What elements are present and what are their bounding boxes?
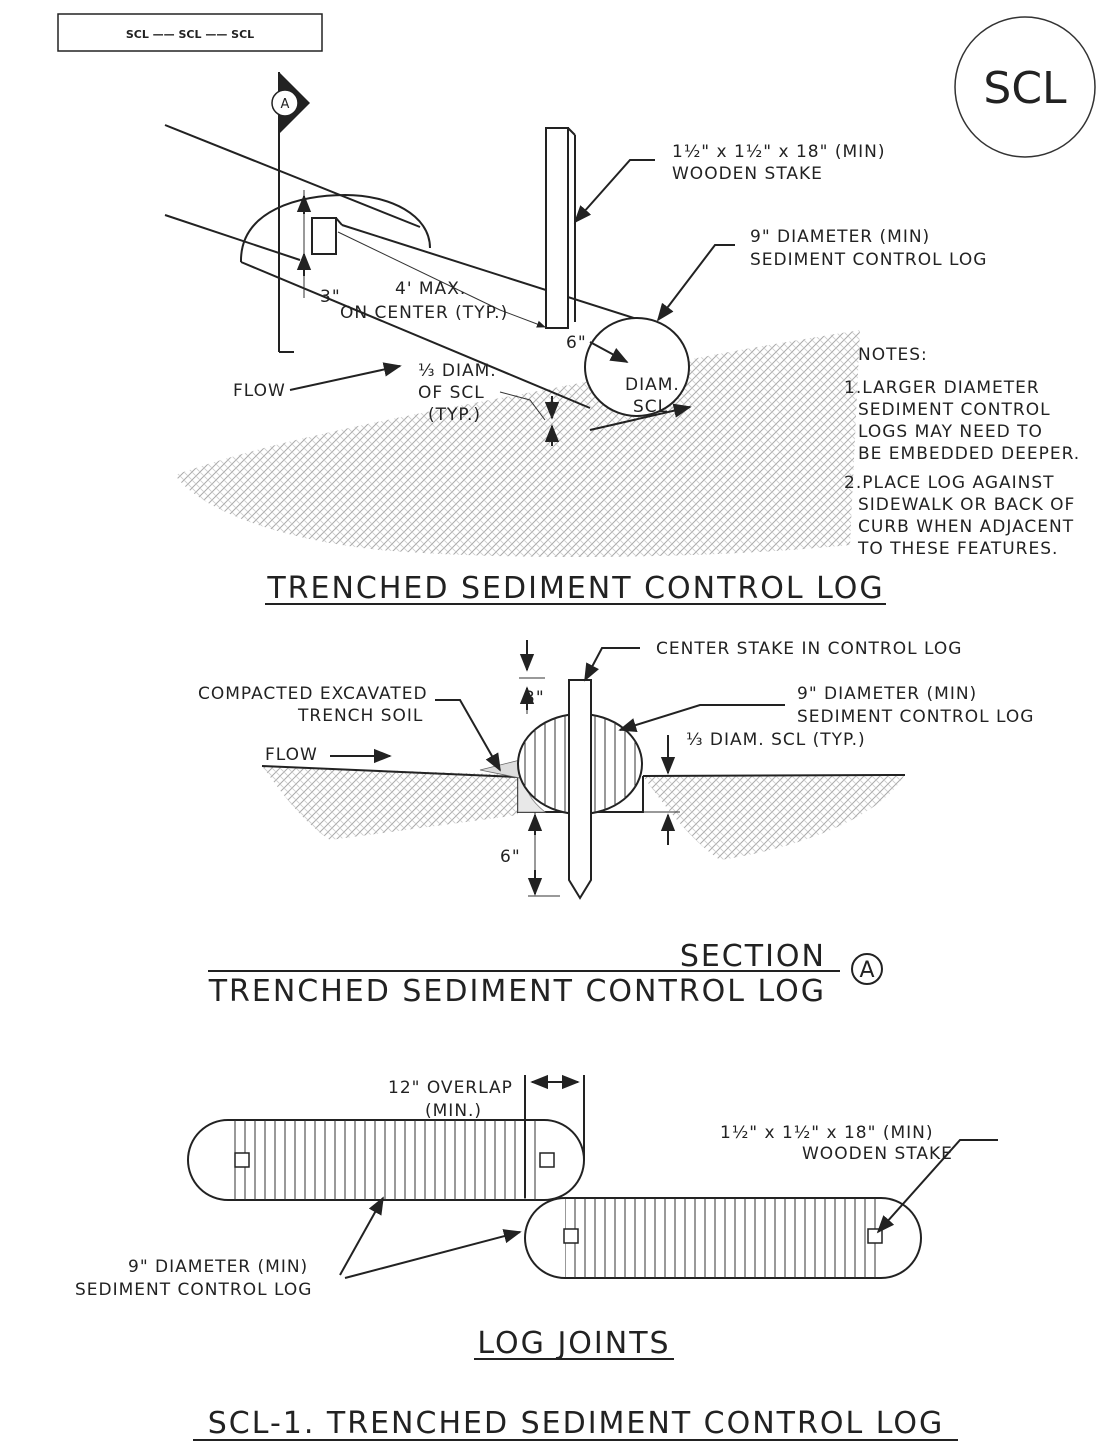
joint-stake-label-line2: WOODEN STAKE (802, 1144, 953, 1164)
log-joints-title: LOG JOINTS (474, 1326, 674, 1361)
section-title-marker-letter: A (859, 958, 874, 983)
section-word: SECTION (680, 939, 826, 974)
dim-3-label: 3" (320, 287, 341, 307)
log-label-line2: SEDIMENT CONTROL LOG (750, 250, 987, 270)
log-joints-title-text: LOG JOINTS (477, 1326, 670, 1361)
log-joints-diagram (187, 1074, 998, 1279)
diam-label-line2: SCL (633, 397, 668, 417)
section-ground-left (262, 766, 518, 840)
top-view-labels: 1½" x 1½" x 18" (MIN) WOODEN STAKE 9" DI… (233, 142, 987, 425)
section-ground-right (643, 774, 905, 860)
section-dim-6-label: 6" (500, 847, 521, 867)
top-view-title: TRENCHED SEDIMENT CONTROL LOG (265, 571, 886, 606)
section-view-title: SECTION TRENCHED SEDIMENT CONTROL LOG A (208, 939, 883, 1009)
section-marker-letter: A (281, 97, 290, 112)
top-view-diagram: A (164, 72, 860, 557)
center-stake-label: CENTER STAKE IN CONTROL LOG (656, 639, 962, 659)
legend-box: SCL —— SCL —— SCL (57, 13, 323, 52)
note-1-line4: BE EMBEDDED DEEPER. (858, 444, 1080, 464)
section-title-text: TRENCHED SEDIMENT CONTROL LOG (208, 974, 826, 1009)
section-log-label-line2: SEDIMENT CONTROL LOG (797, 707, 1034, 727)
section-dim-3-label: 3" (524, 688, 545, 708)
note-1-line1: 1.LARGER DIAMETER (844, 378, 1040, 398)
compacted-label-line1: COMPACTED EXCAVATED (198, 684, 428, 704)
section-view-labels: CENTER STAKE IN CONTROL LOG COMPACTED EX… (198, 639, 1034, 867)
embed-label-line2: OF SCL (418, 383, 485, 403)
section-view-diagram (261, 640, 906, 900)
stake-label-line1: 1½" x 1½" x 18" (MIN) (672, 142, 885, 162)
dim-6-label: 6" (566, 333, 587, 353)
note-1-line3: LOGS MAY NEED TO (858, 422, 1043, 442)
diam-label-line1: DIAM. (625, 375, 680, 395)
joint-log-label-line2: SEDIMENT CONTROL LOG (75, 1280, 312, 1300)
sheet-title: SCL-1. TRENCHED SEDIMENT CONTROL LOG (193, 1406, 958, 1441)
section-embed-label: ⅓ DIAM. SCL (TYP.) (686, 730, 866, 750)
section-stake (568, 679, 592, 900)
ground-line-right (642, 774, 906, 777)
section-title-marker (851, 953, 883, 985)
badge-label: SCL (983, 63, 1067, 114)
ground-line-left (261, 765, 519, 778)
log-mid-section (239, 193, 431, 263)
end-stake (311, 217, 337, 255)
spacing-label-line1: 4' MAX. (395, 279, 466, 299)
note-2-line3: CURB WHEN ADJACENT (858, 517, 1074, 537)
scl-badge: SCL (954, 16, 1096, 158)
note-2-line4: TO THESE FEATURES. (857, 539, 1058, 559)
notes-block: NOTES: 1.LARGER DIAMETER SEDIMENT CONTRO… (844, 345, 1080, 559)
joint-log-1-stake-1 (234, 1152, 250, 1168)
legend-line-text: SCL —— SCL —— SCL (126, 28, 254, 41)
log-outline-top (164, 124, 421, 228)
overlap-label-line1: 12" OVERLAP (388, 1078, 513, 1098)
embed-label-line1: ⅓ DIAM. (418, 361, 497, 381)
section-marker (271, 89, 299, 117)
compacted-label-line2: TRENCH SOIL (297, 706, 423, 726)
wooden-stake (545, 127, 569, 329)
embed-label-line3: (TYP.) (428, 405, 481, 425)
log-label-line1: 9" DIAMETER (MIN) (750, 227, 930, 247)
section-flow-label: FLOW (265, 745, 318, 765)
notes-title: NOTES: (858, 345, 928, 365)
joint-log-1-stake-2 (539, 1152, 555, 1168)
joint-log-2-stake-1 (563, 1228, 579, 1244)
log-outline-bottom (240, 261, 591, 409)
top-view-title-text: TRENCHED SEDIMENT CONTROL LOG (266, 571, 884, 606)
ground-hatch (175, 330, 860, 557)
stake-label-line2: WOODEN STAKE (672, 164, 823, 184)
log-joints-labels: 12" OVERLAP (MIN.) 1½" x 1½" x 18" (MIN)… (75, 1078, 953, 1300)
joint-log-label-line1: 9" DIAMETER (MIN) (128, 1257, 308, 1277)
note-2-line1: 2.PLACE LOG AGAINST (844, 473, 1055, 493)
joint-stake-label-line1: 1½" x 1½" x 18" (MIN) (720, 1123, 933, 1143)
overlap-label-line2: (MIN.) (425, 1101, 482, 1121)
note-2-line2: SIDEWALK OR BACK OF (858, 495, 1075, 515)
sheet-title-text: SCL-1. TRENCHED SEDIMENT CONTROL LOG (208, 1406, 944, 1441)
spacing-label-line2: ON CENTER (TYP.) (340, 303, 508, 323)
log-end-ellipse (584, 317, 690, 417)
flow-label: FLOW (233, 381, 286, 401)
note-1-line2: SEDIMENT CONTROL (858, 400, 1051, 420)
section-log-label-line1: 9" DIAMETER (MIN) (797, 684, 977, 704)
